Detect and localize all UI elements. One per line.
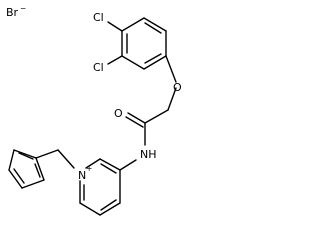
chlorine-label-lower: Cl [93,61,104,74]
bond-c-cl-lower [107,55,123,65]
structure-diagram: Br − [6,4,182,216]
bond-c-cl-upper [107,21,123,32]
pyridinium-ring [79,158,121,216]
amide-nh-label: NH [140,148,157,161]
molecule-drawing: Br − [6,4,182,216]
bromide-symbol: Br [6,6,19,19]
pyridinium-nitrogen-label: N [78,169,86,182]
bromide-counterion: Br − [6,4,26,19]
amide-linker [119,87,177,171]
bond-c-ether-o [165,55,177,83]
ether-oxygen-label: O [173,81,182,94]
bromide-charge: − [20,4,26,13]
carbonyl-oxygen-label: O [114,107,123,120]
pyridinium-charge: + [86,164,92,173]
benzyl-group [8,149,75,189]
chlorine-label-upper: Cl [93,11,104,24]
dichlorophenyl-ring [121,17,167,70]
